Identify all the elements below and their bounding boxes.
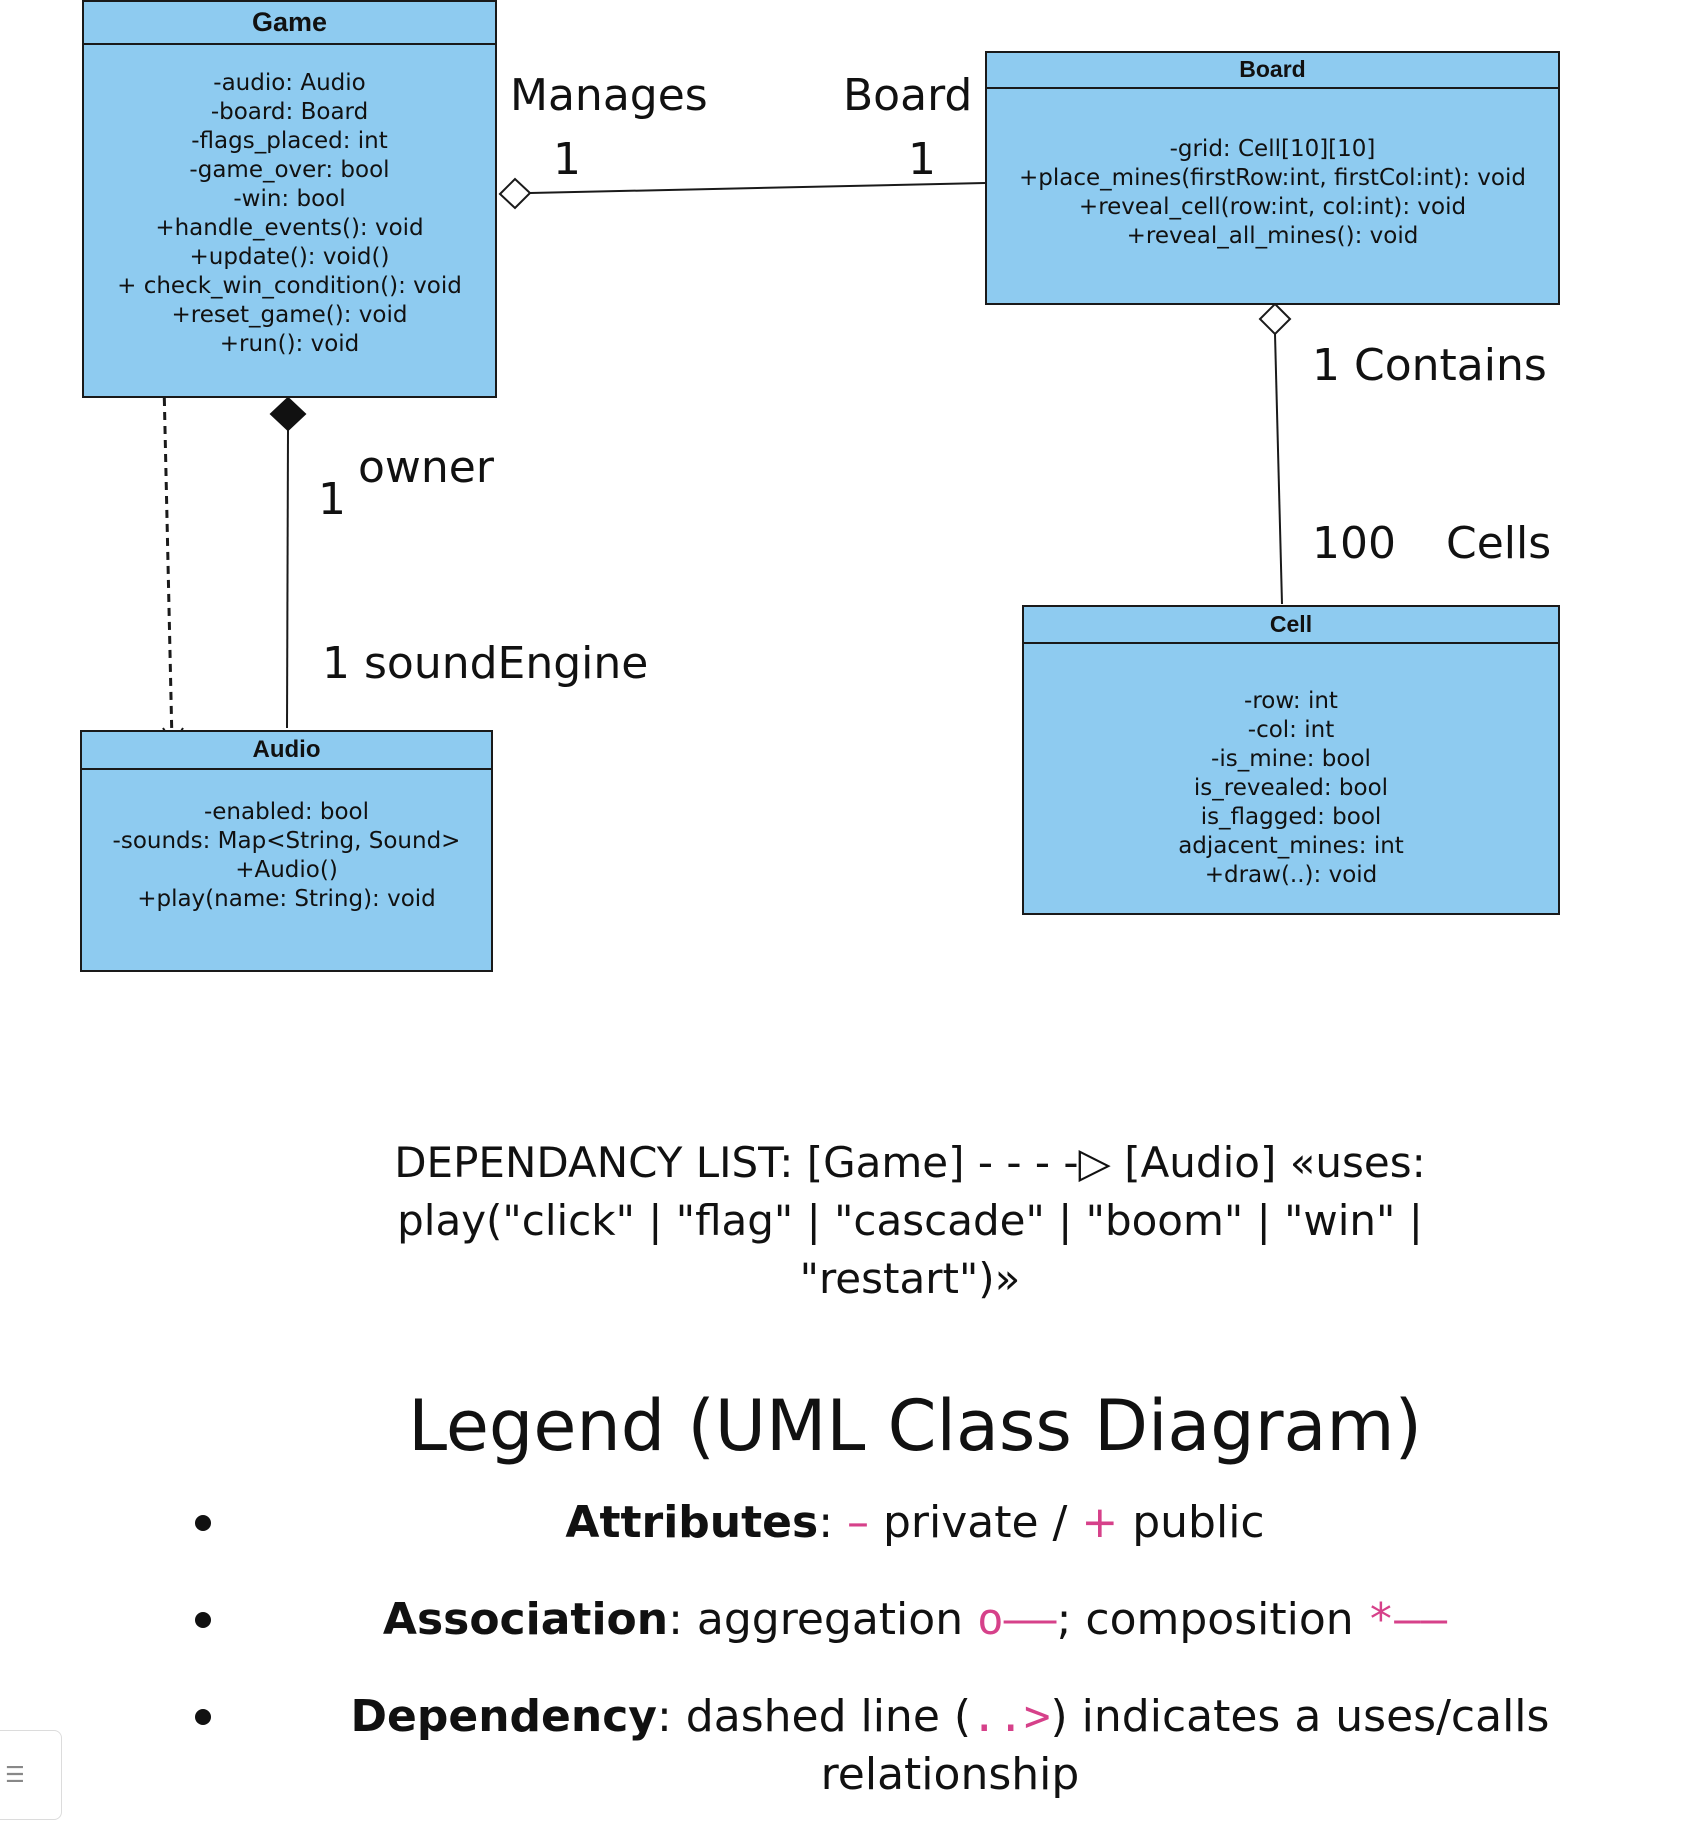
legend-text: : [818,1497,847,1548]
legend-text: : aggregation [668,1594,978,1645]
label-owner: owner [358,442,494,493]
member: -game_over: bool [189,157,390,183]
member: +draw(..): void [1204,862,1378,888]
member: +reveal_cell(row:int, col:int): void [1078,194,1467,220]
label-manages-multiplicity: 1 [553,134,581,185]
legend-bullet [195,1515,211,1531]
class-game-members: -audio: Audio -board: Board -flags_place… [84,45,495,359]
member: adjacent_mines: int [1178,833,1404,859]
legend-bullet [195,1709,211,1725]
public-symbol: + [1081,1497,1119,1548]
member: is_flagged: bool [1200,804,1382,830]
class-audio[interactable]: Audio -enabled: bool -sounds: Map<String… [80,730,493,972]
class-audio-members: -enabled: bool -sounds: Map<String, Soun… [82,770,491,914]
class-cell-name: Cell [1024,607,1558,644]
label-manages: Manages [510,70,708,121]
member: +reset_game(): void [171,302,408,328]
legend-item-dependency: Dependency: dashed line (..>) indicates … [340,1688,1560,1804]
member: +place_mines(firstRow:int, firstCol:int)… [1019,165,1526,191]
legend-item-attributes: Attributes: – private / + public [290,1494,1540,1552]
label-contains: 1 Contains [1312,340,1547,391]
game-board-line [529,182,986,194]
legend-text: ) indicates a uses/calls relationship [820,1691,1550,1800]
aggregation-symbol: o–– [977,1594,1057,1645]
game-audio-composition-diamond [269,396,307,432]
member: -enabled: bool [203,799,370,825]
class-game-name: Game [84,2,495,45]
member: -row: int [1244,688,1338,714]
legend-term-attributes: Attributes [565,1497,819,1548]
board-cell-aggregation-diamond [1258,302,1292,336]
class-board-name: Board [987,53,1558,89]
legend-bullet [195,1612,211,1628]
label-board-multiplicity: 1 [908,134,936,185]
label-owner-multiplicity: 1 [318,474,346,525]
legend-title: Legend (UML Class Diagram) [408,1385,1422,1467]
legend-text: : dashed line ( [656,1691,972,1742]
member: -sounds: Map<String, Sound> [112,828,461,854]
member: +Audio() [235,857,338,883]
dependency-symbol: ..> [971,1691,1051,1742]
legend-text: public [1118,1497,1265,1548]
member: -board: Board [210,99,369,125]
comment-icon: ☰ [5,1763,25,1788]
label-cells-multiplicity: 100 [1312,518,1396,569]
legend-text: ; composition [1056,1594,1368,1645]
label-board-role: Board [843,70,973,121]
game-board-aggregation-diamond [498,177,532,210]
member: +update(): void() [189,244,390,270]
board-cell-line [1274,333,1283,605]
member: -is_mine: bool [1211,746,1371,772]
game-audio-dependency-line [162,383,174,743]
member: -grid: Cell[10][10] [1169,136,1376,162]
comment-button[interactable]: ☰ [0,1730,62,1820]
member: -col: int [1247,717,1335,743]
member: +run(): void [219,331,360,357]
class-board-members: -grid: Cell[10][10] +place_mines(firstRo… [987,89,1558,251]
member: -audio: Audio [213,70,366,96]
member: -flags_placed: int [191,128,388,154]
dependency-list-note: DEPENDANCY LIST: [Game] - - - -▷ [Audio]… [394,1138,1426,1303]
legend-text: private / [869,1497,1082,1548]
member: -win: bool [233,186,346,212]
legend-term-association: Association [382,1594,669,1645]
class-cell[interactable]: Cell -row: int -col: int -is_mine: bool … [1022,605,1560,915]
member: + check_win_condition(): void [117,273,462,299]
label-sound-engine: 1 soundEngine [322,638,649,689]
class-cell-members: -row: int -col: int -is_mine: bool is_re… [1024,644,1558,890]
private-symbol: – [847,1497,869,1548]
member: +play(name: String): void [137,886,436,912]
member: +reveal_all_mines(): void [1126,223,1419,249]
game-audio-composition-line [286,429,289,729]
class-board[interactable]: Board -grid: Cell[10][10] +place_mines(f… [985,51,1560,305]
legend-term-dependency: Dependency [350,1691,657,1742]
legend-item-association: Association: aggregation o––; compositio… [290,1591,1540,1649]
member: is_revealed: bool [1193,775,1389,801]
member: +handle_events(): void [155,215,424,241]
class-game[interactable]: Game -audio: Audio -board: Board -flags_… [82,0,497,398]
composition-symbol: *–– [1367,1594,1448,1645]
label-cells-role: Cells [1446,518,1552,569]
class-audio-name: Audio [82,732,491,770]
